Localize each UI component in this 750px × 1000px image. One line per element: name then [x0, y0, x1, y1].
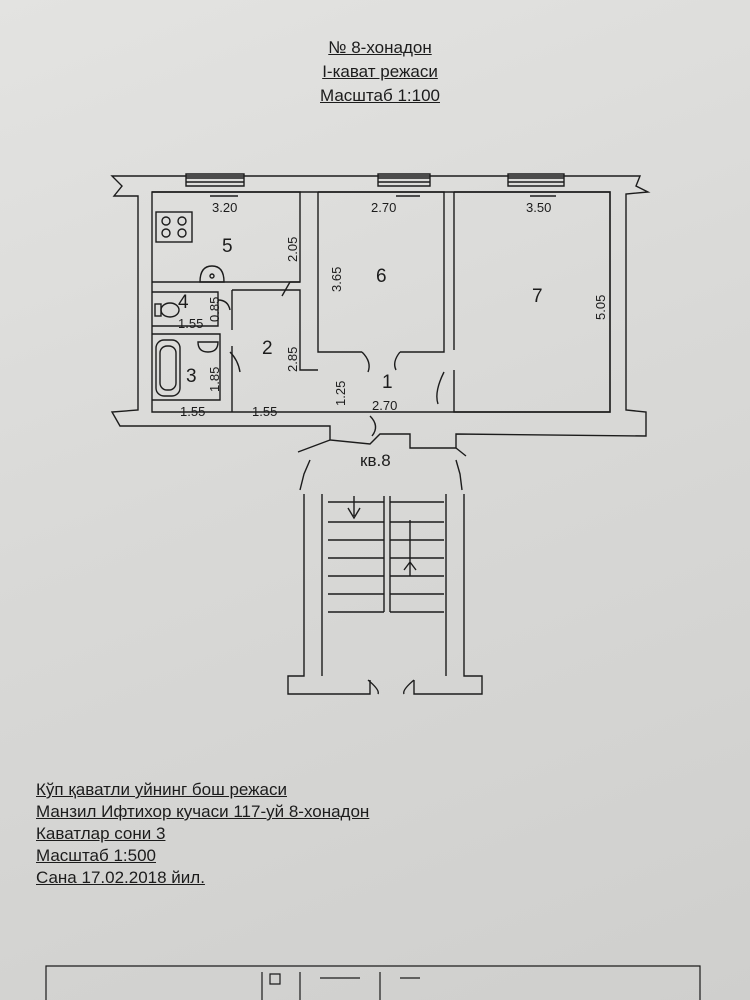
stair-treads-left	[328, 501, 384, 613]
room-3-walls	[152, 333, 221, 401]
landing-walls	[297, 439, 467, 491]
dim-room6-width: 2.70	[371, 200, 396, 215]
room-4-walls	[152, 291, 219, 327]
room-2-walls	[231, 289, 318, 412]
dim-room6-depth: 3.65	[329, 267, 344, 292]
dim-room1-width: 2.70	[372, 398, 397, 413]
stair-down-arrow	[347, 496, 361, 520]
info-block: Кўп қаватли уйнинг бош режаси Манзил Ифт…	[36, 779, 496, 889]
dim-room7-width: 3.50	[526, 200, 551, 215]
dim-room2-width: 1.55	[252, 404, 277, 419]
room-number-6: 6	[376, 266, 387, 287]
window-top-middle	[377, 173, 431, 187]
floor-plan-title: I-кават режаси	[322, 62, 438, 81]
dim-room3-depth: 1.85	[207, 367, 222, 392]
stove-icon	[155, 211, 193, 243]
dim-room4-width: 1.55	[178, 316, 203, 331]
toilet-icon	[160, 302, 180, 318]
dim-room7-depth: 5.05	[593, 295, 608, 320]
apartment-label: кв.8	[360, 451, 391, 470]
room-7-walls	[453, 191, 611, 413]
scale-line: Масштаб 1:500	[36, 846, 156, 865]
scale-title: Масштаб 1:100	[320, 86, 440, 105]
room-6-walls	[317, 191, 445, 353]
exterior-wall-outline	[110, 175, 651, 449]
dim-room5-depth: 2.05	[285, 237, 300, 262]
apartment-title: № 8-хонадон	[328, 38, 432, 57]
entrance-doors	[367, 679, 415, 695]
floors-count-line: Каватлар сони 3	[36, 824, 166, 843]
dim-room4-depth: 0.85	[207, 297, 222, 322]
staircase-walls	[287, 494, 483, 695]
room-number-3: 3	[186, 366, 197, 387]
window-top-left	[185, 173, 245, 187]
dim-room1-depth: 1.25	[333, 381, 348, 406]
window-top-right	[507, 173, 565, 187]
kitchen-sink-icon	[199, 265, 225, 283]
date-line: Сана 17.02.2018 йил.	[36, 868, 205, 887]
stair-treads-right	[390, 501, 444, 613]
room-number-7: 7	[532, 286, 543, 307]
room-5-walls	[152, 191, 301, 283]
room-number-4: 4	[178, 292, 189, 313]
room-number-2: 2	[262, 338, 273, 359]
room-number-1: 1	[382, 372, 393, 393]
lower-site-plan-fragment	[45, 965, 701, 1000]
general-plan-caption: Кўп қаватли уйнинг бош режаси	[36, 780, 287, 799]
bathtub-icon	[155, 339, 181, 397]
dim-room5-width: 3.20	[212, 200, 237, 215]
title-block: № 8-хонадон I-кават режаси Масштаб 1:100	[290, 36, 470, 108]
dim-room3-width: 1.55	[180, 404, 205, 419]
address-line: Манзил Ифтихор кучаси 117-уй 8-хонадон	[36, 802, 370, 821]
stair-up-arrow	[403, 520, 417, 576]
room-number-5: 5	[222, 236, 233, 257]
dim-room2-depth: 2.85	[285, 347, 300, 372]
washbasin-icon	[197, 341, 219, 353]
